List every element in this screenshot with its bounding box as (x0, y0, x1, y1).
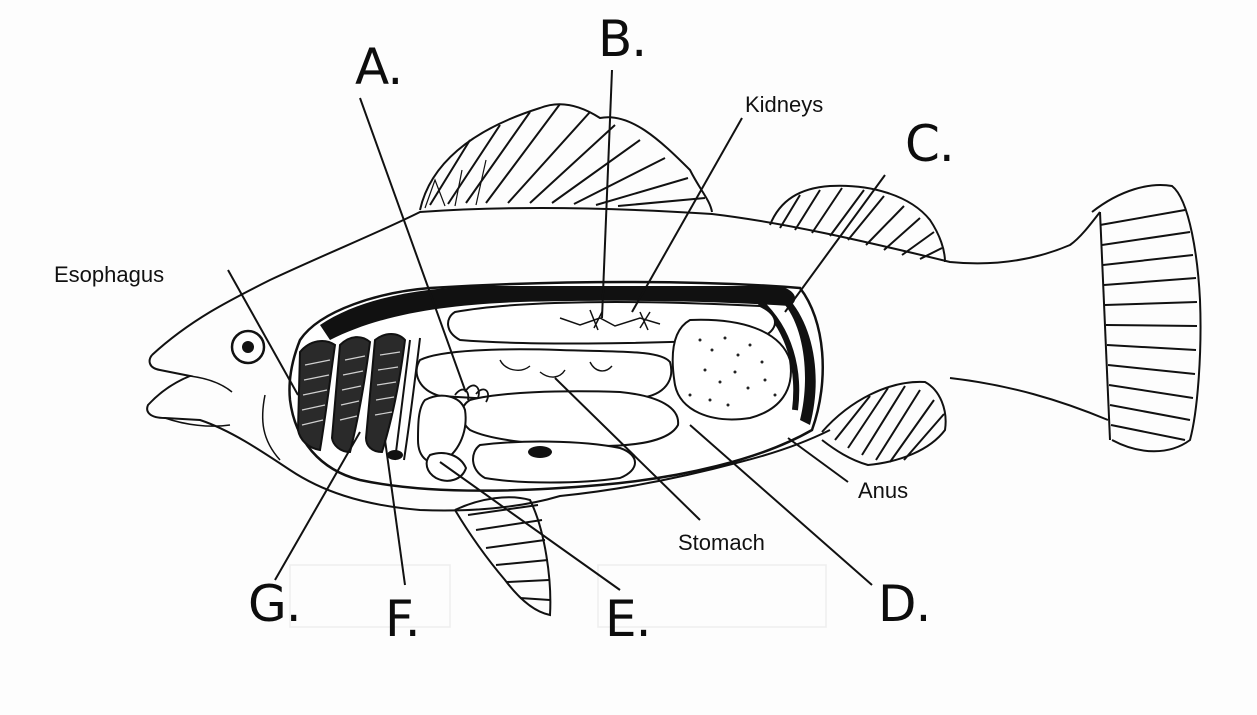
letter-b: B. (598, 10, 646, 68)
letter-f: F. (385, 590, 420, 648)
answer-box-outlines (290, 565, 826, 627)
label-kidneys: Kidneys (745, 92, 823, 118)
pelvic-fin (455, 497, 550, 615)
leader-line-anus (788, 438, 848, 482)
letter-a: A. (355, 38, 402, 96)
anal-fin (822, 382, 946, 465)
letter-d: D. (878, 575, 930, 633)
label-esophagus: Esophagus (54, 262, 164, 288)
leader-line-esophagus (228, 270, 298, 395)
dorsal-fin (420, 104, 712, 212)
label-anus: Anus (858, 478, 908, 504)
second-dorsal-fin (770, 186, 945, 262)
letter-g: G. (248, 575, 301, 633)
letter-e: E. (605, 590, 651, 648)
letter-c: C. (905, 115, 954, 173)
fish-eye (232, 331, 264, 363)
leader-line-d (690, 425, 872, 585)
label-stomach: Stomach (678, 530, 765, 556)
